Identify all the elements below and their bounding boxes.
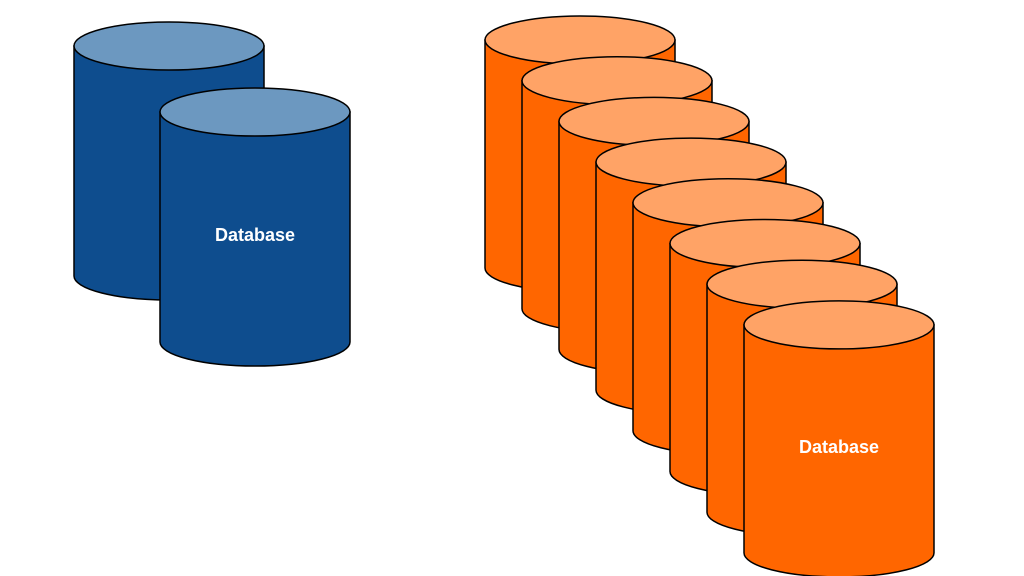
cylinder-top (669, 218, 861, 269)
cylinder-top (706, 259, 898, 309)
cylinder-body (159, 111, 351, 367)
database-label: Database (799, 437, 879, 457)
database-label: Database (215, 225, 295, 245)
database-cylinder: Database (159, 87, 351, 367)
cylinder-top (521, 55, 713, 106)
orange-database-stack: Database (484, 15, 935, 576)
database-cylinder: Database (743, 300, 935, 576)
cylinder-top (743, 300, 935, 350)
cylinder-top (73, 21, 265, 71)
cylinder-body (743, 324, 935, 576)
cylinder-top (632, 178, 824, 228)
cylinder-top (558, 96, 750, 147)
cylinder-top (595, 137, 787, 187)
cylinder-top (484, 15, 676, 65)
cylinder-top (159, 87, 351, 137)
blue-database-stack: Database (73, 21, 351, 367)
